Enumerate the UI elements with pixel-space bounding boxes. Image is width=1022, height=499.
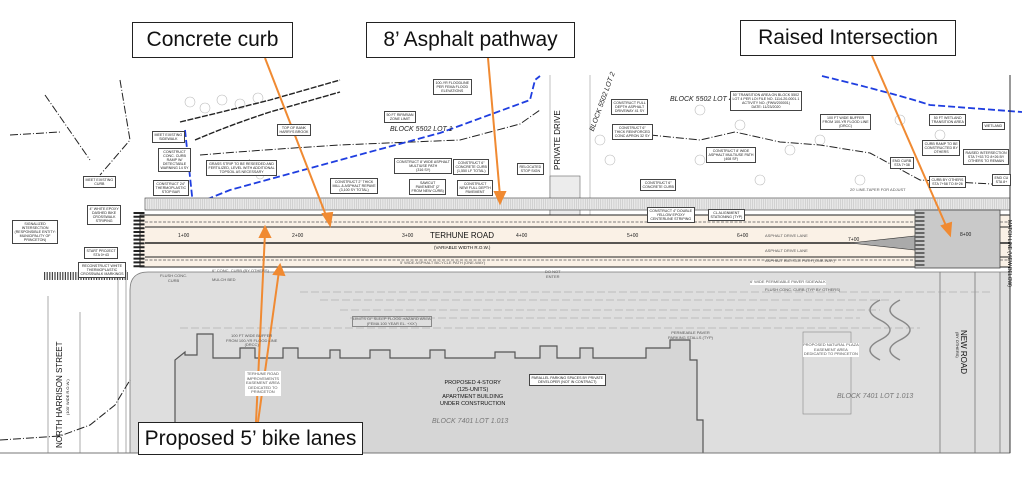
note-wetland: WETLAND — [982, 122, 1005, 131]
note-path-316: CONSTRUCT 8' WIDE ASPHALT MULTIUSE PATH … — [394, 158, 453, 175]
north-harrison-lines — [47, 270, 127, 453]
terhune-road — [139, 214, 1011, 268]
note-meet-sidewalk: MEET EXISTING SIDEWALK — [152, 131, 185, 144]
note-stop-bar: CONSTRUCT 24" THERMOPLASTIC STOP BAR — [153, 180, 189, 197]
flush-curb-typ-label: FLUSH CONC. CURB (TYP BY OTHERS) — [765, 287, 841, 292]
callout-concrete-curb: Concrete curb — [132, 22, 293, 58]
station-label: 5+00 — [627, 233, 639, 239]
note-centerline: CONSTRUCT 4" DOUBLE YELLOW EPOXY CENTERL… — [647, 207, 695, 224]
north-harrison-row-label: (100' WIDE R.O.W.) — [65, 379, 70, 415]
note-signalized-intersection: SIGNALIZED INTERSECTION (RESPONSIBLE ENT… — [12, 220, 59, 245]
buffer-lower-label: 100 FT WIDE BUFFER FROM 100-YR FLOOD LIN… — [226, 333, 278, 348]
asphalt-pathway-arrow — [487, 57, 501, 197]
plaza-easement-area — [802, 331, 852, 415]
north-harrison-street-label: NORTH HARRISON STREET — [55, 341, 64, 448]
raised-intersection-arrowhead — [940, 221, 953, 238]
note-curb-ramp-others: CURB RAMP TO BE CONSTRUCTED BY OTHERS — [922, 140, 961, 157]
note-end-curb-8: END CU STA 8+ — [992, 174, 1011, 187]
new-road-sublabel: (BY OTHERS) — [955, 332, 960, 358]
callout-asphalt-pathway: 8’ Asphalt pathway — [366, 22, 575, 58]
plaza-label: PROPOSED NATURAL PLAZA EASEMENT AREA DED… — [803, 342, 859, 357]
note-curb-others: CURB BY OTHERS STA 7+58 TO 8+26 — [929, 176, 966, 189]
building-label: PROPOSED 4-STORY (125-UNITS) APARTMENT B… — [440, 380, 506, 407]
note-buffer: 100 FT WIDE BUFFER FROM 100-YR FLOOD LIN… — [820, 114, 872, 131]
station-label: 1+00 — [178, 233, 190, 239]
concrete-curb-arrow — [264, 57, 328, 219]
note-stop-sign: RELOCATED STOP SIGN — [517, 163, 544, 176]
note-bike-crosswalk: 4" WHITE EPOXY DASHED BIKE CROSSWALK STR… — [87, 205, 122, 226]
asphalt-pathway-arrowhead — [493, 191, 507, 206]
note-mill-repave: CONSTRUCT 2" THICK MILL & ASPHALT REPAVE… — [330, 178, 379, 195]
block-5502-lot-1: BLOCK 5502 LOT 1 — [390, 126, 453, 133]
flood-hazard-label: LIMITS OF SLEEP FLOOD HAZARD AREA (FEMA … — [352, 316, 432, 328]
new-road — [939, 272, 1001, 453]
harrison-row-line — [0, 379, 131, 441]
note-transition-area: 50' TRANSITION AREA ON BLOCK 5502 LOT 4 … — [730, 91, 802, 112]
bike-lane-arrowhead-bottom — [272, 262, 286, 277]
station-label: 7+00 — [848, 237, 860, 243]
callout-raised-intersection: Raised Intersection — [740, 20, 956, 56]
road-name: TERHUNE ROAD — [430, 231, 495, 240]
station-label: 6+00 — [737, 233, 749, 239]
concrete-curb-arrowhead — [321, 211, 334, 228]
block-7401-lot-1013: BLOCK 7401 LOT 1.013 — [837, 393, 914, 400]
note-start-project: START PROJECT STA 0+43 — [84, 247, 119, 260]
note-parallel-parking: PARALLEL PARKING SPACES BY PRIVATE DEVEL… — [529, 374, 606, 387]
station-label: 2+00 — [292, 233, 304, 239]
easement-label: TERHUNE ROAD IMPROVEMENTS EASEMENT AREA … — [245, 371, 281, 396]
drive-lane-label: ASPHALT DRIVE LANE — [765, 233, 808, 238]
taper-label: 20' LINE-TAPER FOR ADJUST — [850, 187, 906, 192]
note-path-408: CONSTRUCT 8' WIDE ASPHALT MULTIUSE PATH … — [706, 147, 756, 164]
left-topo — [9, 79, 131, 176]
do-not-enter-label: DO NOT ENTER — [545, 269, 561, 279]
harrys-brook-bank — [179, 79, 341, 141]
private-drive-label: PRIVATE DRIVE — [553, 110, 562, 170]
block-7401-lot-1013: BLOCK 7401 LOT 1.013 — [432, 418, 509, 425]
conc-curb-others-label: 6" CONC. CURB (BY OTHERS) — [212, 268, 269, 273]
note-end-curb-738: END CURB STA 7+38 — [890, 157, 914, 170]
note-curb-6: CONSTRUCT 6" CONCRETE CURB — [640, 179, 677, 192]
note-apron: CONSTRUCT 6" THICK REINFORCED CONC APRON… — [612, 124, 653, 141]
flush-curb-label: FLUSH CONC. CURB — [160, 273, 188, 283]
site-inner-lines — [180, 291, 990, 329]
note-meet-curb: MEET EXISTING CURB — [83, 176, 116, 189]
station-label: 8+00 — [960, 232, 972, 238]
bike-path-label: ASPHALT BICYCLE PATH (ONE-WAY) — [765, 258, 835, 263]
note-cl-alignment: CL ALIGNMENT STATIONING (TYP) — [708, 209, 745, 222]
note-wetland-transition: 50 FT WETLAND TRANSITION AREA — [929, 114, 967, 127]
note-riparian-limit: 50 FT RIPARIAN ZONE LIMIT — [384, 111, 417, 124]
bike-lane-arrow-bottom — [257, 270, 280, 423]
raised-intersection-arrow — [871, 55, 948, 229]
block-5502-lot-4: BLOCK 5502 LOT 4 — [670, 96, 733, 103]
bike-path-label: 5' WIDE ASPHALT BICYCLE PATH (ONE-WAY) — [400, 260, 486, 265]
note-floodline: 100-YR FLOODLINE PER FEMA FLOOD ELEVATIO… — [433, 79, 472, 96]
road-row: (VARIABLE WIDTH R.O.W.) — [434, 245, 491, 250]
note-curb-1550: CONSTRUCT 6" CONCRETE CURB (1,550 LF TOT… — [453, 159, 490, 176]
callout-bike-lanes: Proposed 5’ bike lanes — [138, 422, 363, 455]
new-road-label: NEW ROAD — [959, 330, 968, 374]
raised-intersection — [914, 209, 1001, 269]
note-grass-strip: GRASS STRIP TO BE RESEEDED AND FERTILIZE… — [206, 160, 278, 177]
note-full-depth: CONSTRUCT NEW FULL DEPTH PAVEMENT — [457, 180, 494, 197]
buffer-line — [199, 109, 1011, 186]
road-edge-lines — [145, 226, 1010, 258]
paver-stalls-label: PERMEABLE PAVER PARKING STALLS (TYP) — [668, 330, 713, 340]
station-label: 4+00 — [516, 233, 528, 239]
note-curb-ramp: CONSTRUCT CONC. CURB RAMP W/ DETECTABLE … — [158, 148, 192, 173]
note-reconstruct-crosswalk: RECONSTRUCT WHITE THERMOPLASTIC CROSSWAL… — [78, 262, 126, 279]
mulch-bed-label: MULCH BED — [212, 277, 236, 282]
match-line-label: MATCH LINE (VIEW BELOW) — [1006, 220, 1012, 287]
drive-lane-label: ASPHALT DRIVE LANE — [765, 248, 808, 253]
note-sawcut: SAWCUT PAVEMENT (2' FROM NEW CURB) — [409, 179, 447, 196]
note-driveway: CONSTRUCT FULL DEPTH ASPHALT DRIVEWAY 41… — [611, 99, 649, 116]
bike-lane-arrowhead-top — [258, 224, 272, 238]
note-top-of-bank: TOP OF BANK HARRYS BROOK — [277, 124, 311, 137]
note-raised-intersection: RAISED INTERSECTION STA 7+53 TO 8+26 BY … — [963, 149, 1010, 166]
paver-sidewalk-label: 6' WIDE PERMEABLE PAVER SIDEWALK — [750, 279, 826, 285]
station-label: 3+00 — [402, 233, 414, 239]
